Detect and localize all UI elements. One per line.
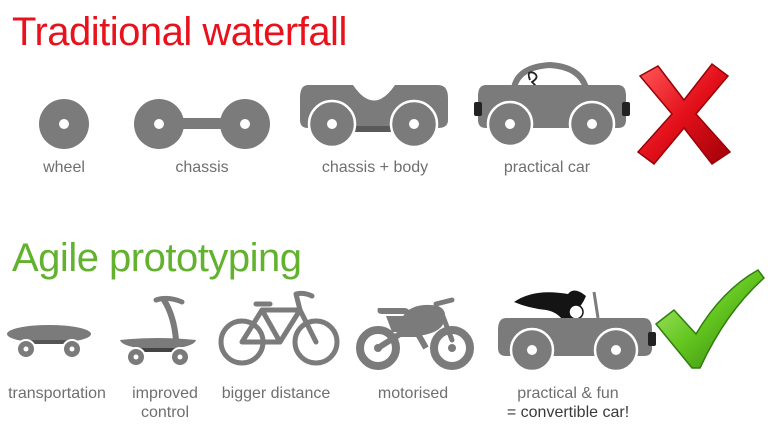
- convertible-car-icon: [498, 290, 656, 373]
- stage-label-practical-fun: practical & fun = convertible car!: [494, 384, 642, 422]
- chassis-icon: [134, 99, 270, 149]
- stage-label-improved-line1: improved: [132, 385, 198, 402]
- chassis-body-icon: [300, 85, 448, 149]
- stage-label-chassis-body: chassis + body: [321, 159, 429, 176]
- stage-label-bigger-distance: bigger distance: [221, 385, 331, 402]
- scooter-icon: [120, 295, 196, 367]
- skateboard-icon: [7, 325, 91, 359]
- green-checkmark-icon: [654, 269, 766, 369]
- stage-label-chassis: chassis: [175, 159, 229, 176]
- wheel-icon: [39, 99, 89, 149]
- stage-label-practical-car: practical car: [503, 159, 591, 176]
- agile-title: Agile prototyping: [12, 236, 302, 280]
- waterfall-title: Traditional waterfall: [12, 10, 347, 54]
- bicycle-icon: [218, 290, 340, 366]
- stage-label-transportation: transportation: [8, 385, 106, 402]
- stage-label-improved-control: improved control: [118, 384, 212, 422]
- practical-car-icon: [474, 61, 630, 148]
- stage-label-wheel: wheel: [43, 159, 85, 176]
- stage-label-improved-line2: control: [140, 404, 190, 422]
- stage-label-motorised: motorised: [377, 385, 449, 402]
- stage-label-convertible-car: = convertible car!: [506, 404, 630, 422]
- red-cross-icon: [636, 62, 732, 166]
- motorcycle-icon: [356, 297, 474, 370]
- stage-label-practical-fun-line1: practical & fun: [517, 385, 619, 402]
